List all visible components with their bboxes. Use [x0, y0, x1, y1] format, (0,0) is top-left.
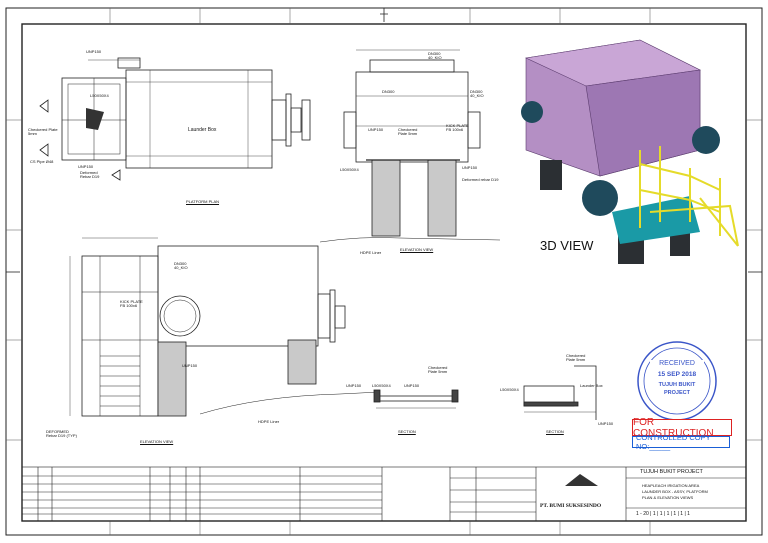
project-name: TUJUH BUKIT PROJECT [640, 469, 703, 475]
for-construction-stamp: FOR CONSTRUCTION [632, 417, 732, 439]
section-a [373, 389, 459, 409]
label-unp150-sec2: UNP150 [404, 383, 420, 388]
drawing-title-1: HEAPLEACH IRIGATION AREA [642, 483, 700, 488]
label-hdpe-liner-top: HDPE Liner [360, 250, 382, 255]
label-checkered-plate-e: Checkered Plate 5mm [398, 127, 418, 136]
stamp-project2: PROJECT [664, 390, 690, 396]
zone-ticks [6, 8, 762, 535]
stamp-received: RECEIVED [659, 360, 695, 367]
label-checkered-plate: Checkered Plate 5mm [28, 127, 58, 136]
label-unp150-left: UNP150 [78, 164, 94, 169]
title-elevation-view-main: ELEVATION VIEW [140, 439, 174, 444]
label-l50x50-sec: L50X50X4 [372, 383, 391, 388]
drawing-number: 1 - 20 | 1 | 1 | 1 | 1 | 1 | 1 [636, 511, 690, 517]
elevation-view-top [319, 49, 501, 243]
label-unp150-e2: UNP150 [462, 165, 478, 170]
label-unp150-top: UNP150 [86, 49, 102, 54]
controlled-copy-stamp: CONTROLLED COPY NO:_____ [632, 433, 730, 451]
label-3d-view: 3D VIEW [540, 238, 594, 253]
label-unp150-e: UNP150 [368, 127, 384, 132]
model-3d-view [521, 39, 739, 264]
elevation-view-main [69, 237, 381, 417]
label-dn300-big: DN300 40_KIO [174, 261, 188, 270]
label-deformed-rebar: Deformed Rebar D19 [80, 170, 100, 179]
label-unp150-sec3: UNP150 [598, 421, 614, 426]
company-name: PT. BUMI SUKSESINDO [540, 503, 602, 509]
label-unp150-big: UNP150 [182, 363, 198, 368]
platform-plan [39, 57, 311, 181]
label-launder-box: Launder Box [188, 127, 217, 133]
label-l50x50-e: L50X50X4 [340, 167, 359, 172]
label-hdpe-liner-big: HDPE Liner [258, 419, 280, 424]
label-dn300-e: DN300 [382, 89, 395, 94]
label-kick-plate-big: KICK PLATE FB 100x6 [120, 299, 143, 308]
label-kick-plate: KICK PLATE FB 100x6 [446, 123, 469, 132]
title-section-a: SECTION [398, 429, 416, 434]
label-dn300-top: DN300 40_KIO [428, 51, 442, 60]
stamp-date: 15 SEP 2018 [657, 371, 697, 378]
label-launder-box-sec: Launder Box [580, 383, 603, 388]
label-deformed-rebar-e: Deformed rebar D19 [462, 177, 499, 182]
drawing-title-3: PLAN & ELEVATION VIEWS [642, 495, 694, 500]
label-l50x50-sec2: L50X50X4 [500, 387, 519, 392]
label-cs-pipe: CS Pipe Ø48 [30, 159, 54, 164]
drawing-title-2: LAUNDER BOX - ASSY, PLATFORM [642, 489, 708, 494]
label-deformed-rebar-big: DEFORMED Rebar D19 (TYP) [46, 429, 77, 438]
received-stamp [637, 341, 717, 421]
title-platform-plan: PLATFORM PLAN [186, 199, 220, 204]
title-section-b: SECTION [546, 429, 564, 434]
label-checkered-sec: Checkered Plate 5mm [428, 365, 448, 374]
center-mark-top [380, 8, 388, 22]
title-elevation-view-top: ELEVATION VIEW [400, 247, 434, 252]
label-l50x50: L50X50X4 [90, 93, 109, 98]
label-dn300-e2: DN300 40_KIO [470, 89, 484, 98]
title-block [21, 466, 747, 522]
label-checkered-sec2: Checkered Plate 5mm [566, 353, 586, 362]
section-b [523, 365, 597, 420]
label-unp150-sec: UNP150 [346, 383, 362, 388]
stamp-project1: TUJUH BUKIT [658, 382, 696, 388]
